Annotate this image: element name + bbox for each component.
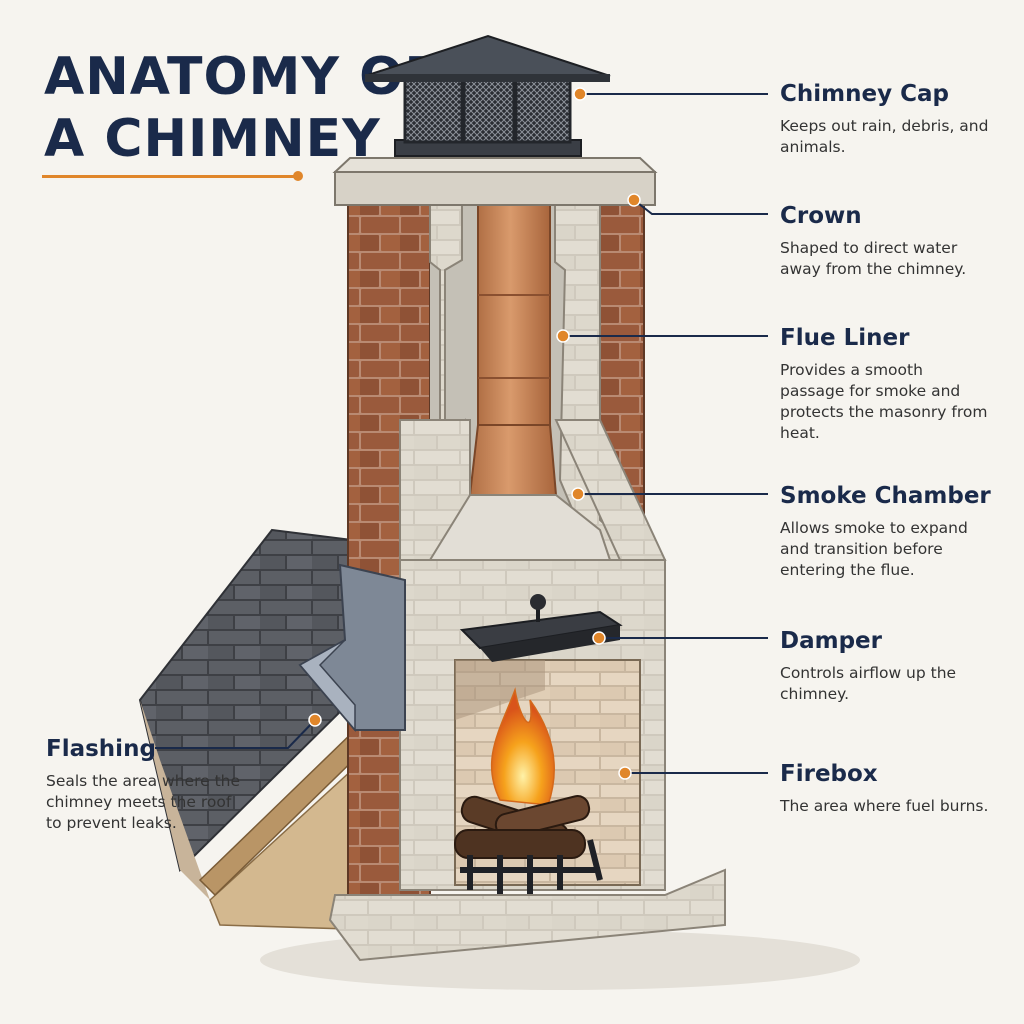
cap-mesh (405, 78, 570, 142)
firebox (455, 660, 640, 895)
damper-handle (530, 594, 546, 610)
label-smoke-chamber-title: Smoke Chamber (780, 482, 991, 510)
dot-smoke (572, 488, 584, 500)
label-chimney-cap-title: Chimney Cap (780, 80, 990, 108)
dot-flue (557, 330, 569, 342)
label-firebox: Firebox The area where fuel burns. (780, 760, 990, 817)
label-damper: Damper Controls airflow up the chimney. (780, 627, 990, 705)
label-smoke-chamber-desc: Allows smoke to expand and transition be… (780, 518, 990, 581)
dot-firebox (619, 767, 631, 779)
label-firebox-desc: The area where fuel burns. (780, 796, 990, 817)
dot-cap (574, 88, 586, 100)
label-chimney-cap-desc: Keeps out rain, debris, and animals. (780, 116, 990, 158)
label-crown: Crown Shaped to direct water away from t… (780, 202, 990, 280)
crown-top (335, 158, 655, 172)
label-damper-desc: Controls airflow up the chimney. (780, 663, 990, 705)
label-flashing-desc: Seals the area where the chimney meets t… (46, 771, 246, 834)
label-crown-title: Crown (780, 202, 990, 230)
dot-crown (628, 194, 640, 206)
label-flue-liner-desc: Provides a smooth passage for smoke and … (780, 360, 990, 444)
flue-liner-pipe (478, 205, 550, 425)
label-firebox-title: Firebox (780, 760, 990, 788)
label-flue-liner-title: Flue Liner (780, 324, 990, 352)
label-flashing-title: Flashing (46, 735, 246, 763)
crown (335, 172, 655, 205)
dot-damper (593, 632, 605, 644)
label-crown-desc: Shaped to direct water away from the chi… (780, 238, 990, 280)
label-flue-liner: Flue Liner Provides a smooth passage for… (780, 324, 990, 444)
label-chimney-cap: Chimney Cap Keeps out rain, debris, and … (780, 80, 990, 158)
dot-flashing (309, 714, 321, 726)
cap-roof (365, 36, 610, 76)
label-smoke-chamber: Smoke Chamber Allows smoke to expand and… (780, 482, 991, 581)
chimney-cap (365, 36, 610, 156)
label-flashing: Flashing Seals the area where the chimne… (46, 735, 246, 834)
label-damper-title: Damper (780, 627, 990, 655)
